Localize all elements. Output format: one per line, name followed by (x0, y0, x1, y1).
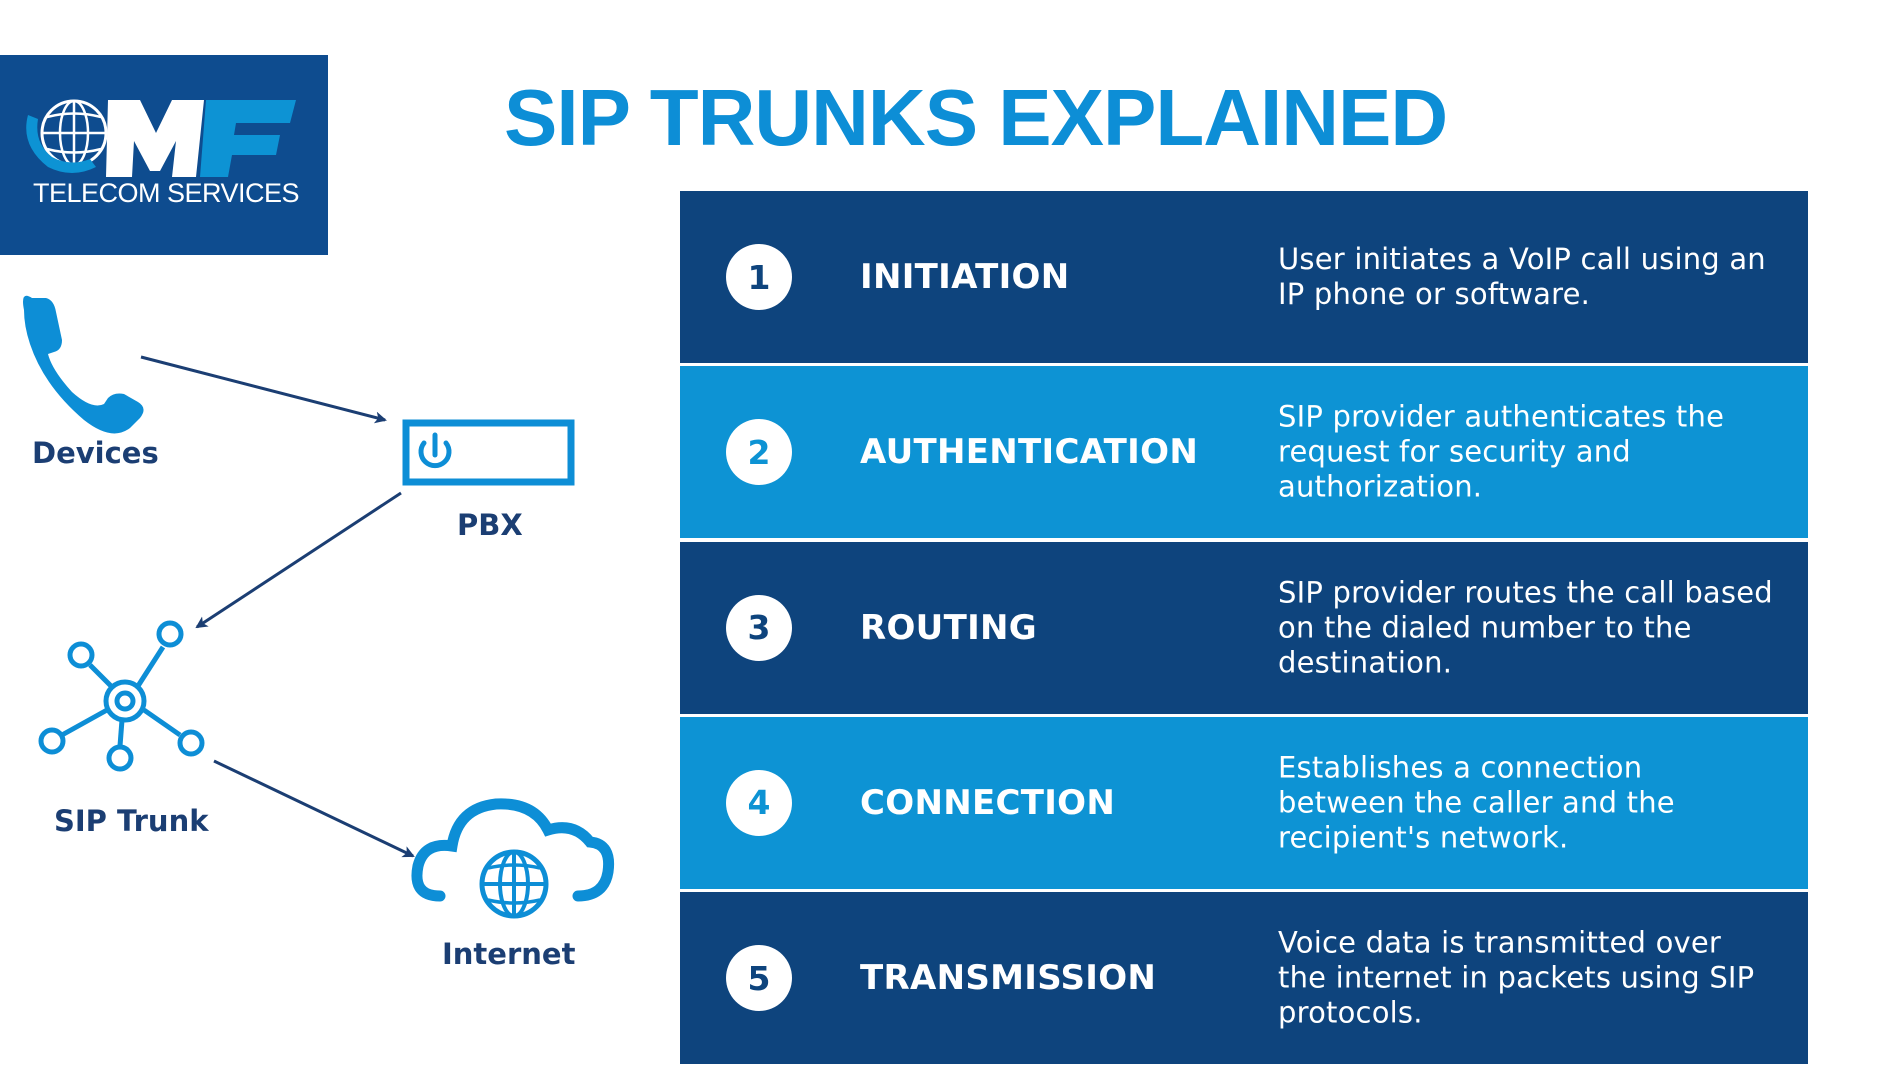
step-row: 4 CONNECTION Establishes a connection be… (680, 716, 1808, 889)
company-logo: TELECOM SERVICES (0, 55, 328, 255)
page-title: SIP TRUNKS EXPLAINED (504, 73, 1448, 162)
step-description: User initiates a VoIP call using an IP p… (1278, 242, 1766, 311)
phone-icon (23, 295, 144, 434)
arrow-trunk-to-internet (213, 759, 415, 858)
logo-mark (26, 99, 296, 177)
cloud-globe-icon (411, 798, 615, 919)
step-row: 2 AUTHENTICATION SIP provider authentica… (680, 366, 1808, 539)
step-name: INITIATION (860, 257, 1070, 297)
step-number-badge: 5 (726, 945, 792, 1011)
step-number-badge: 2 (726, 419, 792, 486)
label-internet: Internet (442, 937, 576, 971)
step-row: 3 ROUTING SIP provider routes the call b… (680, 541, 1808, 714)
step-row: 1 INITIATION User initiates a VoIP call … (680, 191, 1808, 363)
label-devices: Devices (32, 436, 159, 470)
step-description: SIP provider authenticates the request f… (1278, 399, 1725, 504)
step-number-badge: 3 (726, 594, 792, 661)
pbx-power-icon (402, 419, 575, 486)
label-pbx: PBX (457, 508, 523, 542)
step-number-badge: 1 (726, 244, 792, 310)
arrow-pbx-to-trunk (195, 491, 402, 629)
step-name: AUTHENTICATION (860, 432, 1199, 473)
steps-table: 1 INITIATION User initiates a VoIP call … (680, 191, 1808, 1064)
logo-subtitle: TELECOM SERVICES (32, 178, 300, 208)
network-hub-icon (38, 620, 205, 772)
step-description: Voice data is transmitted over the inter… (1278, 925, 1755, 1030)
arrow-devices-to-pbx (140, 355, 387, 424)
globe-icon (26, 99, 108, 173)
step-name: TRANSMISSION (860, 958, 1157, 998)
step-row: 5 TRANSMISSION Voice data is transmitted… (680, 892, 1808, 1064)
brand-letters (106, 100, 296, 177)
step-description: SIP provider routes the call based on th… (1278, 575, 1773, 679)
step-name: CONNECTION (860, 782, 1116, 823)
step-name: ROUTING (860, 607, 1037, 648)
flow-diagram (23, 295, 615, 919)
step-number-badge: 4 (726, 769, 792, 836)
step-description: Establishes a connection between the cal… (1278, 750, 1675, 855)
label-sip-trunk: SIP Trunk (54, 804, 209, 838)
